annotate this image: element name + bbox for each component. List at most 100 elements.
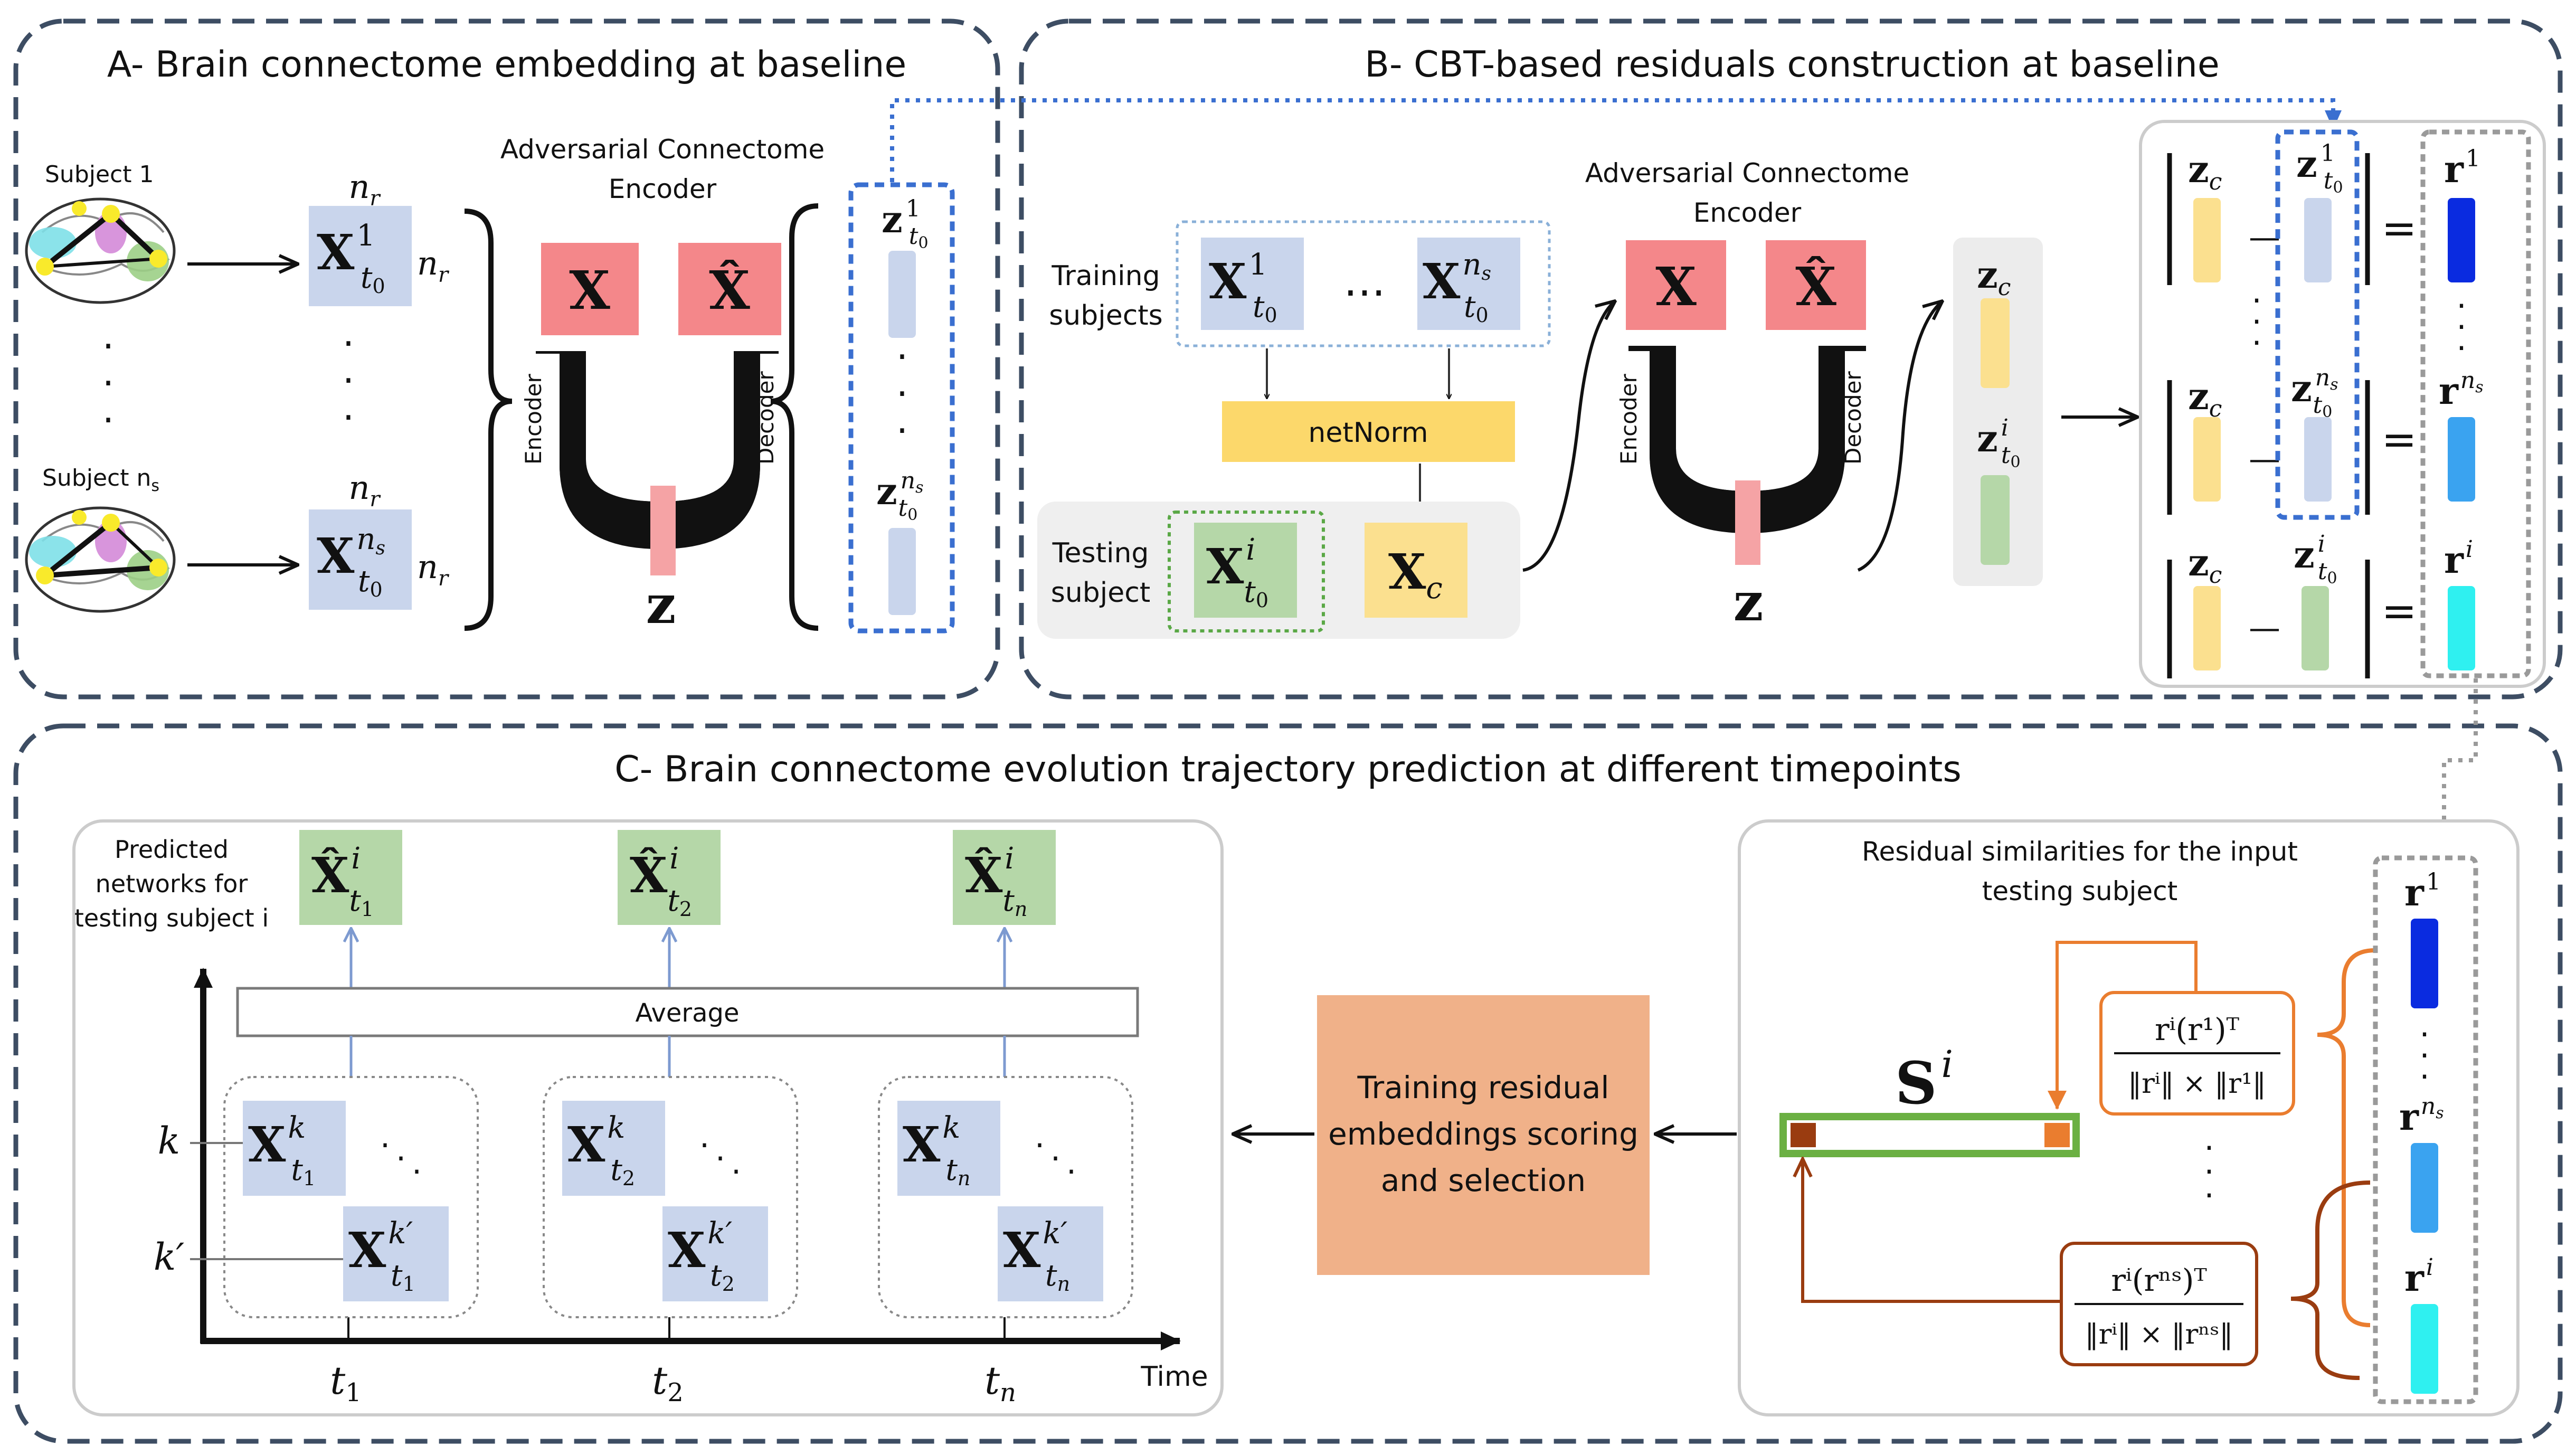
timepoint-group-tn: [878, 1076, 1133, 1318]
panel-c: Predicted networks for testing subject i…: [72, 819, 2520, 1416]
average-label: Average: [635, 998, 739, 1028]
residual-title: testing subject: [1982, 876, 2177, 906]
vertical-ellipsis: ·: [2204, 1130, 2214, 1167]
x-k-t1-box: [243, 1101, 346, 1196]
similarity-cell-ns: [1791, 1123, 1816, 1147]
zc-bar: [2193, 586, 2221, 670]
minus-sign: —: [2249, 219, 2280, 256]
testing-label: subject: [1051, 577, 1150, 609]
similarity-panel: [1738, 819, 2520, 1416]
panel-a-title: A- Brain connectome embedding at baselin…: [107, 44, 906, 86]
input-x-box: [1626, 240, 1726, 330]
vertical-ellipsis: ·: [896, 335, 908, 379]
formula-1-denominator: ‖rⁱ‖ × ‖r¹‖: [2128, 1068, 2266, 1100]
autoencoder-u-fill: [560, 351, 760, 544]
encoder-side-label: Encoder: [520, 374, 546, 465]
formula-ns-denominator: ‖rⁱ‖ × ‖rⁿˢ‖: [2085, 1319, 2233, 1350]
t2-tick-label: t2: [652, 1358, 683, 1407]
panel-a-frame: [13, 18, 1000, 700]
embedding-bar: [2304, 198, 2332, 282]
x-kprime-t1-box: [343, 1206, 449, 1301]
tn-tick-label: tn: [984, 1358, 1016, 1407]
netnorm-label: netNorm: [1308, 417, 1428, 449]
embeddings-dashed-box: [2275, 129, 2360, 520]
diagonal-ellipsis: ·: [1050, 1140, 1060, 1177]
r1-bar: [2411, 919, 2438, 1008]
vertical-ellipsis: ·: [2251, 325, 2261, 362]
residuals-dashed-box: [2373, 855, 2478, 1404]
x-kprime-t2-label: Xk′t2: [668, 1216, 735, 1296]
similarity-cell-1: [2044, 1123, 2070, 1147]
bottleneck-z: z: [646, 573, 676, 636]
vertical-ellipsis: ·: [2419, 1059, 2429, 1095]
dotted-connector: [2436, 678, 2478, 853]
x-k-tn-box: [897, 1101, 1000, 1196]
vertical-ellipsis: ·: [2204, 1177, 2214, 1214]
diagonal-ellipsis: ·: [715, 1140, 725, 1177]
vertical-ellipsis: ·: [2251, 304, 2261, 341]
embedding-bar: [2304, 417, 2332, 502]
zc-label: zc: [1977, 253, 2011, 301]
zc-bar: [2193, 198, 2221, 282]
ri-bar: [2448, 586, 2475, 670]
ri-label: ri: [2444, 536, 2473, 582]
ri-label: ri: [2404, 1254, 2433, 1300]
minus-sign: —: [2249, 610, 2280, 647]
predicted-label: networks for: [96, 870, 248, 898]
latent-bar: [1735, 480, 1760, 565]
brace: [464, 209, 513, 631]
vertical-ellipsis: ·: [343, 322, 354, 365]
brace: [770, 203, 819, 631]
x-train-ns-box: [1417, 238, 1520, 330]
zc-label: zc: [2188, 541, 2222, 589]
vertical-ellipsis: ·: [896, 372, 908, 415]
x-t0-ns-box: [309, 509, 412, 610]
average-box: [236, 987, 1139, 1037]
vertical-ellipsis: ·: [2456, 330, 2466, 367]
scoring-box: [1317, 995, 1650, 1275]
scoring-label: and selection: [1381, 1163, 1586, 1198]
output-xhat-label: X̂: [1795, 256, 1836, 318]
formula-1-numerator: rⁱ(r¹)ᵀ: [2155, 1012, 2240, 1047]
output-xhat-label: X̂: [709, 259, 750, 322]
decoder-side-label: Decoder: [1840, 371, 1866, 465]
bottleneck-z: z: [1734, 571, 1764, 633]
vertical-ellipsis: ·: [343, 396, 354, 439]
rns-bar: [2448, 417, 2475, 502]
rns-bar: [2411, 1143, 2438, 1233]
x-train-1-box: [1201, 238, 1304, 330]
diagonal-ellipsis: ·: [412, 1154, 422, 1191]
panel-b-frame: [1019, 18, 2563, 700]
brown-arrow: [1803, 1159, 2061, 1303]
xc-label: Xc: [1388, 543, 1443, 606]
input-x-label: X: [569, 259, 610, 322]
vertical-ellipsis: ·: [2251, 282, 2261, 319]
zc-bar: [1981, 298, 2010, 388]
brain-icon: [25, 506, 176, 613]
diagonal-ellipsis: ·: [1066, 1154, 1076, 1191]
vertical-ellipsis: ·: [2419, 1037, 2429, 1074]
training-label: Training: [1051, 260, 1160, 292]
rns-label: rns: [2399, 1093, 2444, 1139]
subject-1-label: Subject 1: [45, 161, 154, 188]
panel-b-title: B- CBT-based residuals construction at b…: [1365, 44, 2219, 86]
diagonal-ellipsis: ·: [1035, 1127, 1045, 1164]
output-xhat-box: [678, 243, 781, 335]
vertical-ellipsis: ·: [102, 399, 114, 442]
equals-sign: =: [2381, 415, 2417, 464]
x-k-t2-box: [562, 1101, 665, 1196]
r1-bar: [2448, 198, 2475, 282]
panel-c-title: C- Brain connectome evolution trajectory…: [614, 749, 1962, 790]
nr-label: nr: [417, 244, 450, 287]
